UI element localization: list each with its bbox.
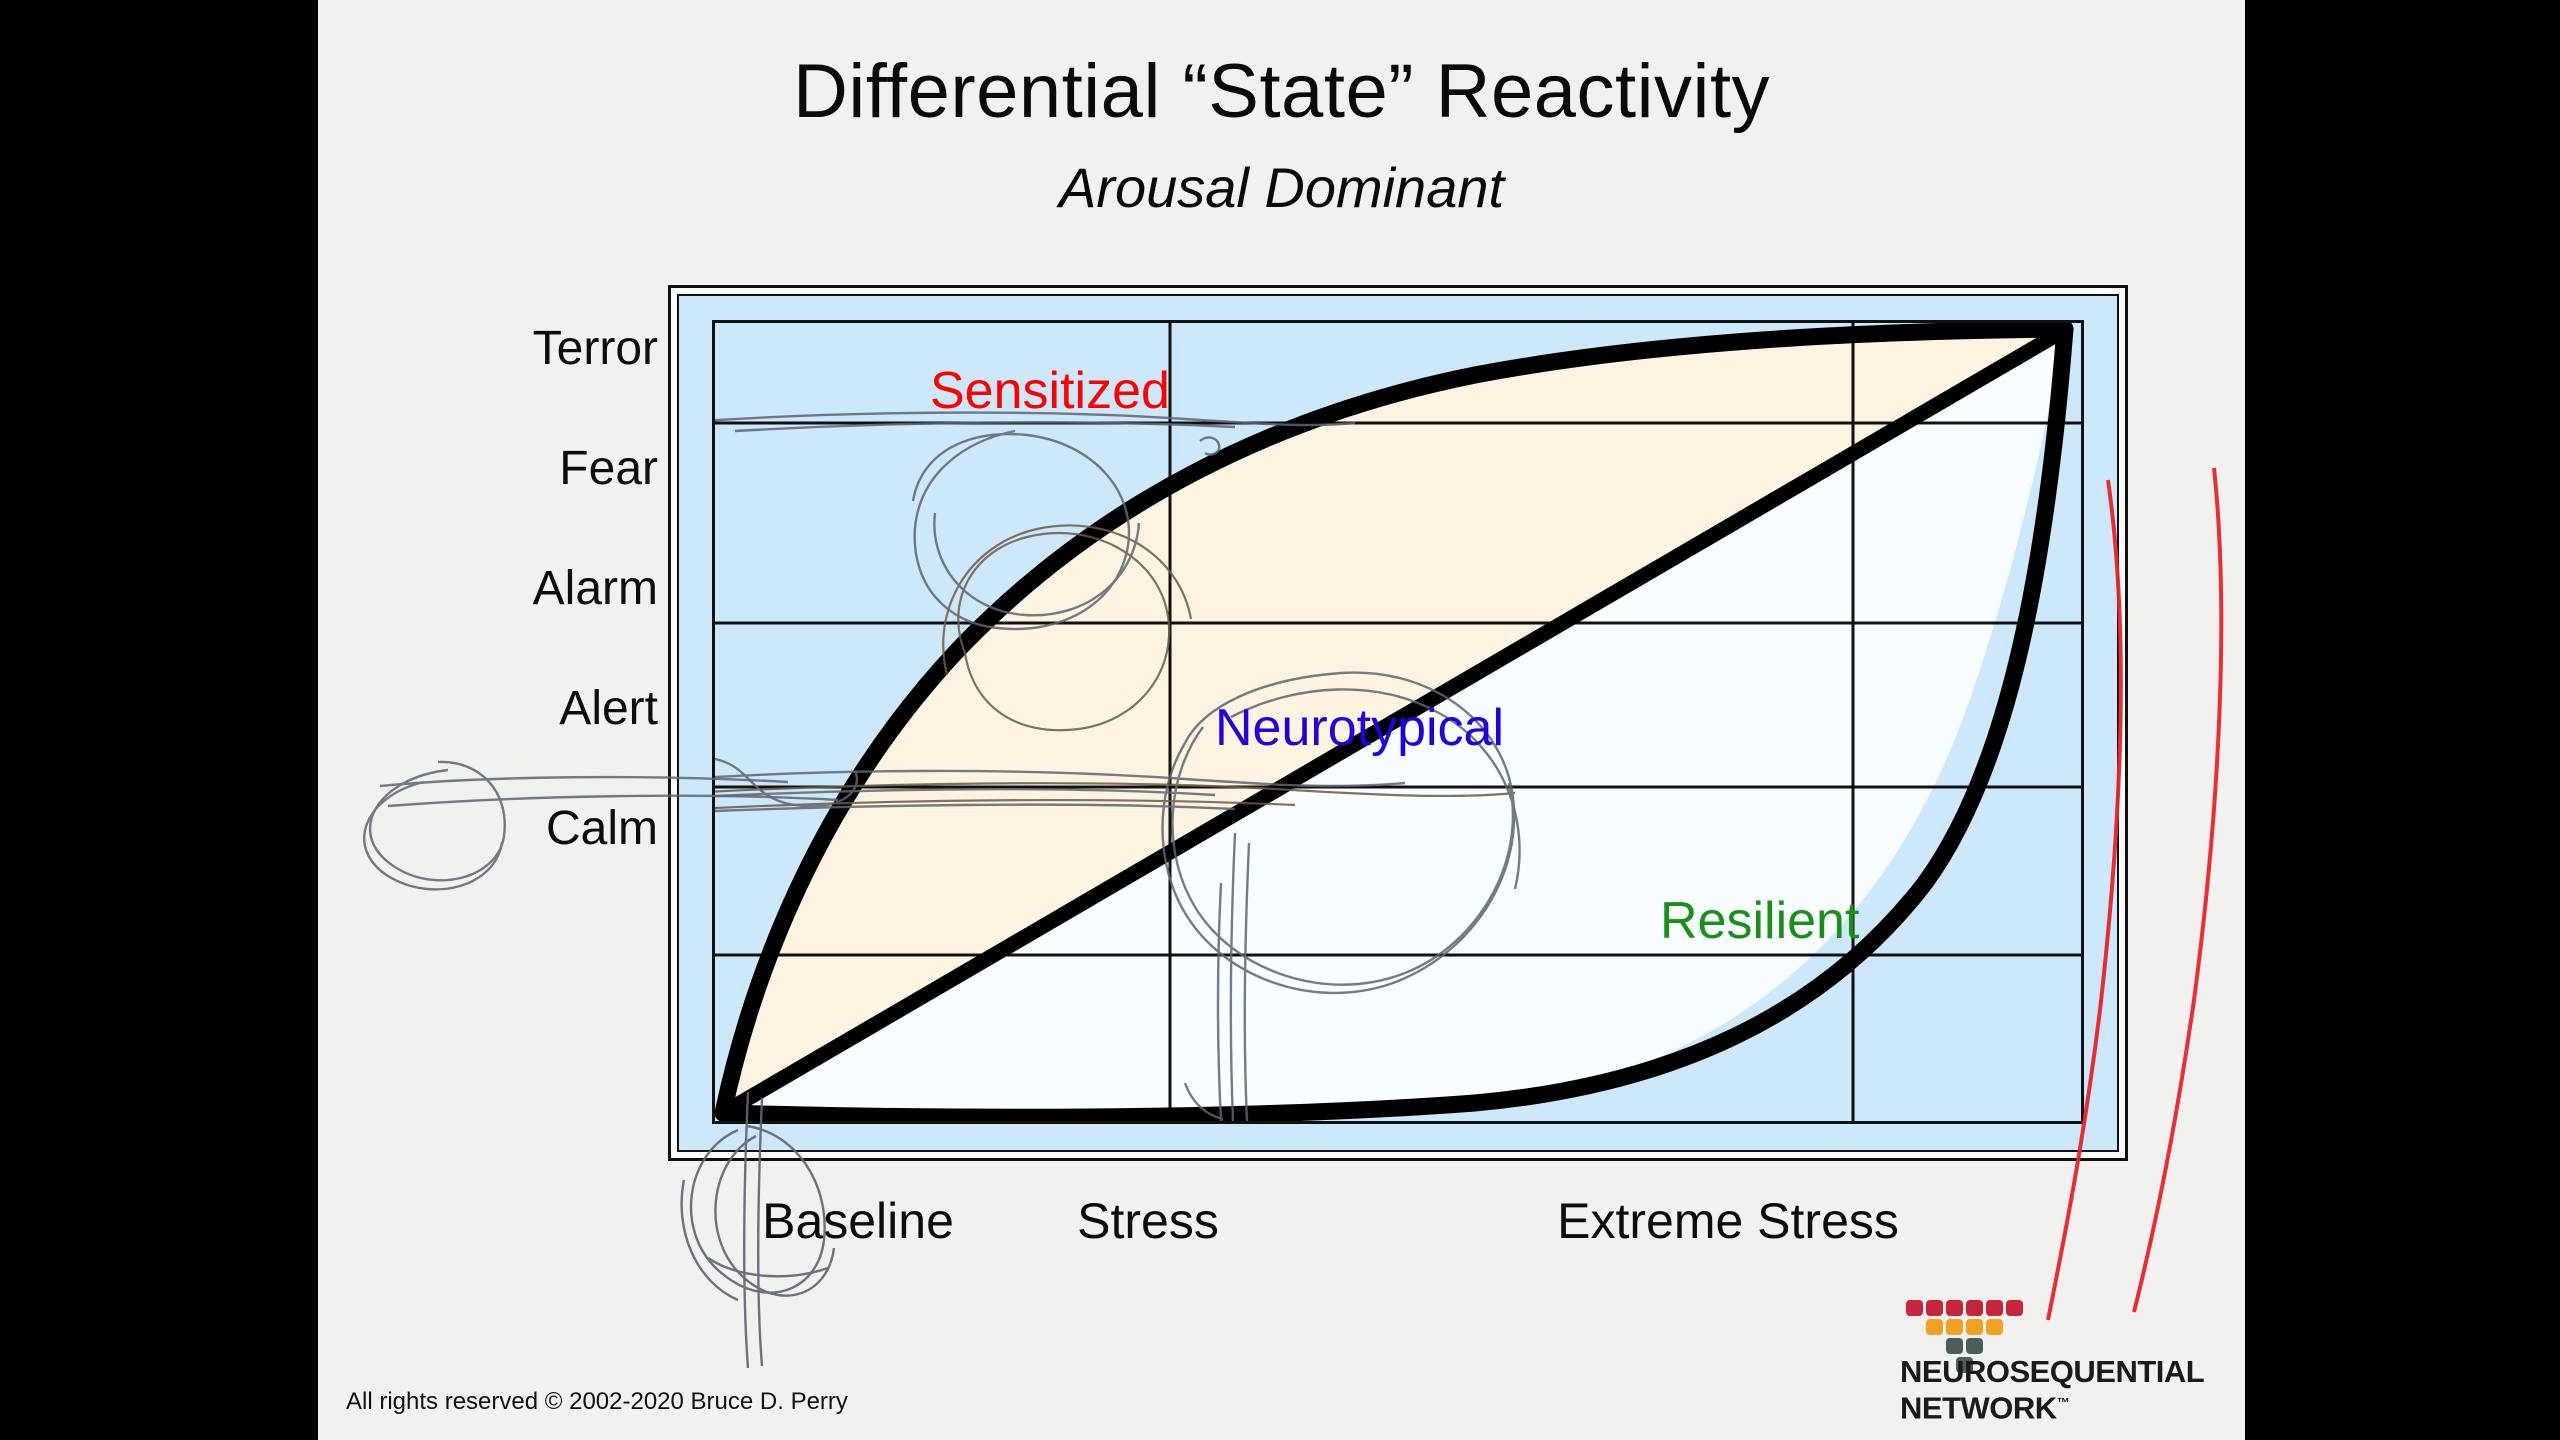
y-axis-label-terror: Terror (532, 322, 658, 375)
x-axis-label-extreme-stress: Extreme Stress (1557, 1193, 1899, 1249)
curve-resilient (715, 323, 2074, 1121)
slide: Differential “State” Reactivity Arousal … (318, 0, 2245, 1440)
x-axis-label-stress: Stress (1077, 1193, 1219, 1249)
logo-trademark: ™ (2056, 1395, 2070, 1410)
chart-plot-area: Sensitized Neurotypical Resilient (712, 320, 2084, 1124)
copyright-footer: All rights reserved © 2002-2020 Bruce D.… (346, 1388, 848, 1415)
chart-svg (715, 323, 2081, 1121)
x-axis-labels: Baseline Stress Extreme Stress (668, 1192, 2128, 1262)
x-axis-label-baseline: Baseline (762, 1193, 954, 1249)
curve-neurotypical (715, 323, 2071, 1121)
page-subtitle: Arousal Dominant (1058, 156, 1505, 219)
logo-line-2: NETWORK (1900, 1390, 2057, 1426)
region-label-neurotypical: Neurotypical (1215, 699, 1505, 757)
chart-frame: Sensitized Neurotypical Resilient (668, 285, 2128, 1161)
y-axis-labels: Terror Fear Alarm Alert Calm (288, 285, 658, 1161)
curve-sensitized (715, 323, 2074, 1121)
page-title: Differential “State” Reactivity (792, 49, 1771, 134)
pencil-annotations (715, 411, 1521, 1121)
region-label-resilient: Resilient (1660, 892, 1860, 950)
y-axis-label-alert: Alert (559, 682, 658, 735)
region-label-sensitized: Sensitized (930, 362, 1170, 420)
y-axis-label-fear: Fear (559, 442, 658, 495)
logo-pyramid-icon (1900, 1300, 2050, 1373)
y-axis-label-calm: Calm (545, 802, 658, 855)
logo-wordmark: NEUROSEQUENTIAL NETWORK™ (1900, 1354, 2205, 1426)
neurosequential-network-logo: NEUROSEQUENTIAL NETWORK™ (1878, 1300, 2205, 1423)
y-axis-label-alarm: Alarm (532, 562, 658, 615)
logo-line-1: NEUROSEQUENTIAL (1900, 1354, 2205, 1389)
